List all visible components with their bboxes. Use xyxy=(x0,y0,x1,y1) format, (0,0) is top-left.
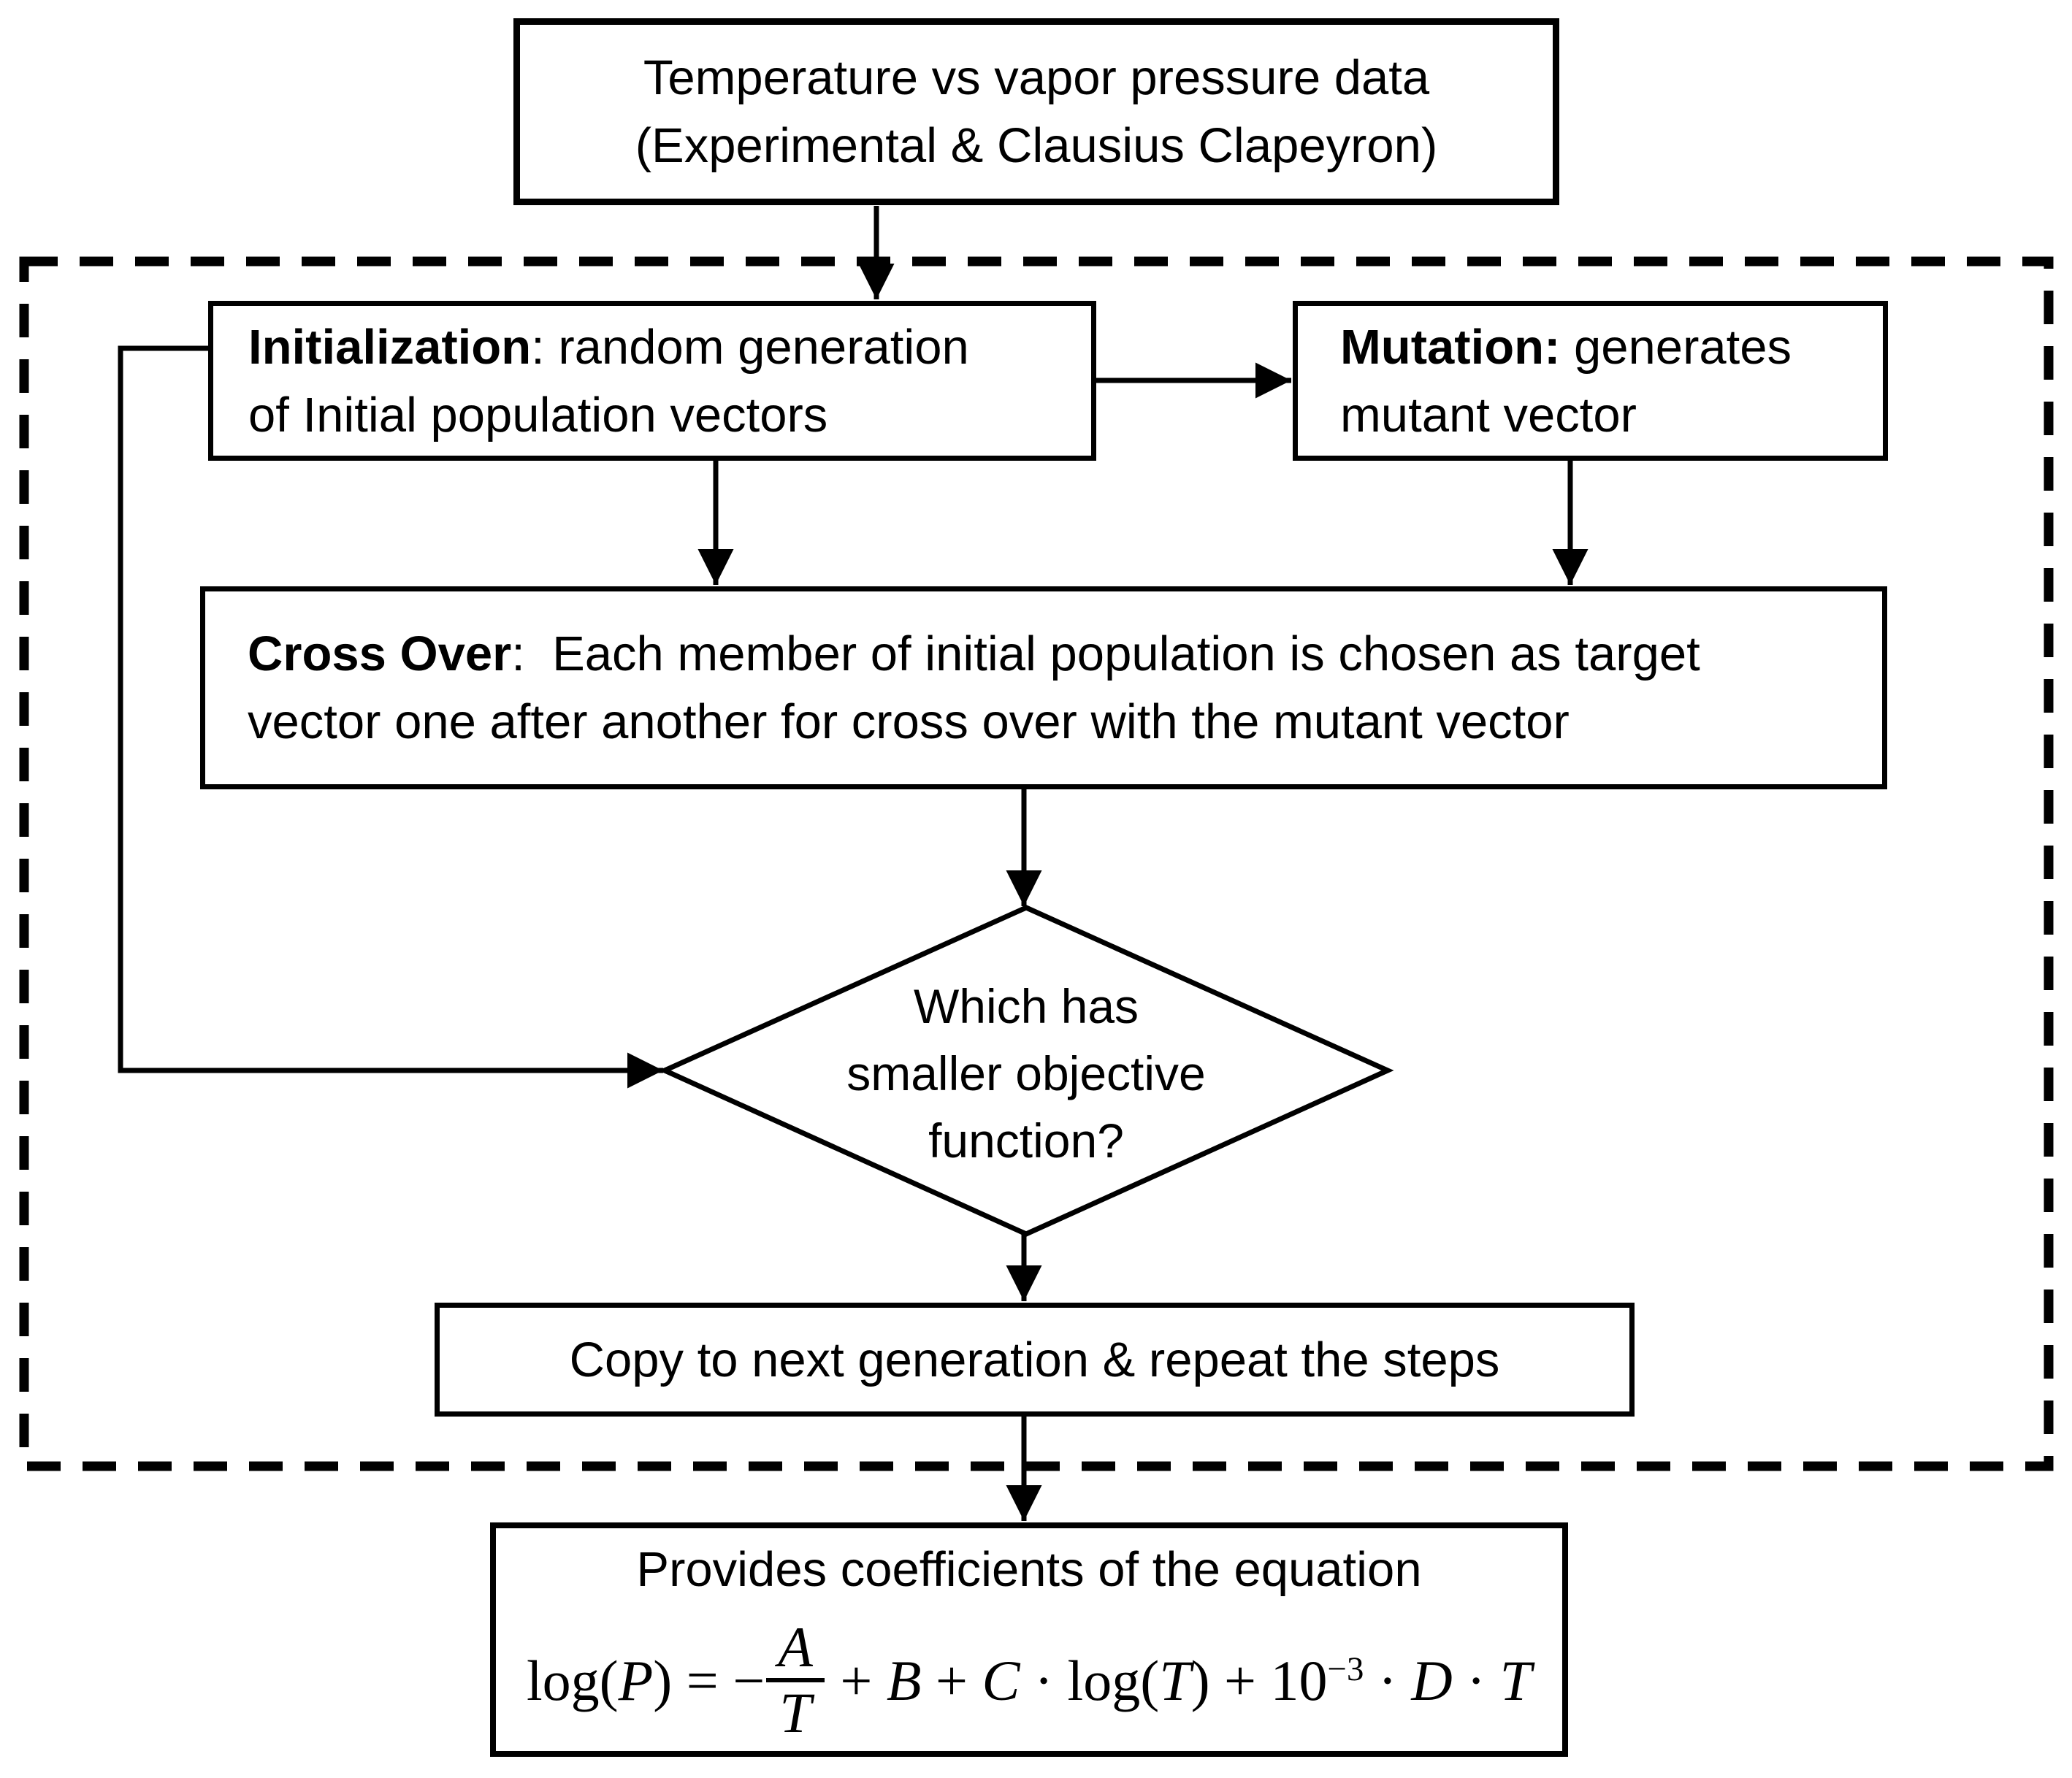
node-crossover-line2: vector one after another for cross over … xyxy=(248,694,1570,749)
node-initialization-title: Initialization xyxy=(248,319,532,375)
decision-diamond-shape xyxy=(658,905,1394,1237)
equation-fraction-numerator: A xyxy=(778,1614,813,1679)
node-decision-line3: function? xyxy=(928,1114,1124,1168)
node-result-title: Provides coefficients of the equation xyxy=(636,1541,1422,1597)
de-loop-dashed-border xyxy=(19,256,2054,1471)
node-mutation-line1: Mutation: generates xyxy=(1340,313,1792,381)
node-crossover-title: Cross Over xyxy=(248,626,512,681)
equation-fraction-denominator: T xyxy=(766,1678,825,1744)
node-mutation-rest: generates xyxy=(1560,319,1792,375)
equation-right-segment: + B + C · log(T) + 10−3 · D · T xyxy=(825,1648,1532,1712)
node-initialization: Initialization: random generation of Ini… xyxy=(208,301,1096,461)
node-mutation-title: Mutation: xyxy=(1340,319,1561,375)
node-copy-next-generation: Copy to next generation & repeat the ste… xyxy=(435,1303,1635,1417)
equation-left-segment: log(P) = − xyxy=(526,1648,765,1712)
node-input-data: Temperature vs vapor pressure data (Expe… xyxy=(513,18,1559,205)
node-crossover-rest: : Each member of initial population is c… xyxy=(511,626,1700,681)
node-initialization-line1: Initialization: random generation xyxy=(248,313,969,381)
node-mutation: Mutation: generates mutant vector xyxy=(1293,301,1888,461)
node-mutation-line2: mutant vector xyxy=(1340,387,1637,442)
node-input-data-line2: (Experimental & Clausius Clapeyron) xyxy=(635,118,1438,173)
node-crossover: Cross Over: Each member of initial popul… xyxy=(200,586,1887,789)
vapor-pressure-equation: log(P) = − A T + B + C · log(T) + 10−3 ·… xyxy=(526,1614,1532,1744)
node-decision-line1: Which has xyxy=(913,979,1139,1033)
equation-exponent: −3 xyxy=(1327,1649,1364,1688)
node-decision-line2: smaller objective xyxy=(846,1046,1206,1100)
node-result-coefficients: Provides coefficients of the equation lo… xyxy=(490,1522,1568,1757)
feedback-line-initialization-to-decision xyxy=(118,345,663,1089)
node-crossover-line1: Cross Over: Each member of initial popul… xyxy=(248,620,1700,688)
node-decision-label: Which has smaller objective function? xyxy=(771,973,1282,1174)
node-copy-label: Copy to next generation & repeat the ste… xyxy=(569,1332,1500,1387)
node-initialization-line2: of Initial population vectors xyxy=(248,387,828,442)
node-input-data-line1: Temperature vs vapor pressure data xyxy=(643,50,1430,105)
node-initialization-rest: : random generation xyxy=(531,319,969,375)
equation-fraction-a-over-t: A T xyxy=(765,1614,826,1744)
